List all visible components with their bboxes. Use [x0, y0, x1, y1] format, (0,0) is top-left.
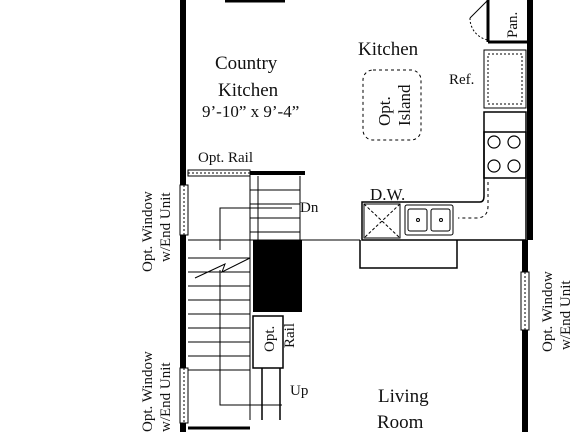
top-rail [187, 169, 305, 177]
pantry-label: Pan. [505, 12, 521, 38]
window-left-upper-label-line2: w/End Unit [158, 192, 174, 262]
living-room-name-line2: Room [377, 412, 424, 432]
window-left-lower-label-line2: w/End Unit [158, 362, 174, 432]
window-right-label-line2: w/End Unit [558, 280, 574, 350]
window-right-label-line1: Opt. Window [540, 271, 556, 352]
refrigerator [483, 49, 527, 109]
country-kitchen-name-line2: Kitchen [218, 80, 279, 101]
dishwasher-label: D.W. [370, 185, 405, 204]
pantry [469, 0, 530, 44]
stair-up-label: Up [290, 383, 308, 399]
window-left-upper-label-line1: Opt. Window [140, 191, 156, 272]
side-rail-label-line1: Opt. [262, 326, 278, 352]
bar-top [359, 240, 458, 269]
optional-island [362, 69, 422, 141]
sink [404, 204, 454, 236]
dishwasher [363, 203, 401, 239]
stair-down [219, 176, 301, 250]
island-label-line1: Opt. [375, 96, 394, 126]
kitchen-name: Kitchen [358, 39, 419, 60]
island-label-line2: Island [395, 84, 414, 126]
country-kitchen-dimensions: 9’-10” x 9’-4” [202, 102, 299, 121]
stair-down-label: Dn [300, 200, 319, 216]
window-left-lower [179, 367, 189, 424]
side-rail [252, 315, 284, 420]
window-right [520, 271, 530, 331]
range [483, 131, 527, 179]
window-left-upper [179, 184, 189, 236]
stair-core [253, 240, 302, 312]
country-kitchen-name-line1: Country [215, 53, 278, 74]
stair-up [188, 240, 282, 420]
refrigerator-label: Ref. [449, 72, 474, 88]
window-left-lower-label-line1: Opt. Window [140, 351, 156, 432]
living-room-name-line1: Living [378, 386, 429, 407]
kitchen-counter [361, 111, 527, 241]
side-rail-label-line2: Rail [282, 323, 298, 348]
top-rail-label: Opt. Rail [198, 150, 253, 166]
